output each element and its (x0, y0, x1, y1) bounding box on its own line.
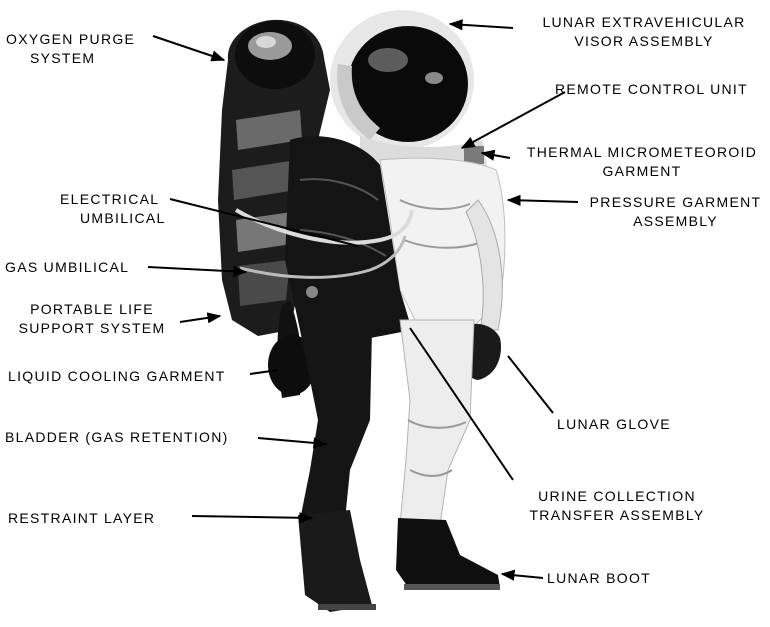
label-line: RESTRAINT LAYER (8, 509, 155, 528)
label-line: URINE COLLECTION (512, 487, 722, 506)
label-bladder-gas-retention: BLADDER (GAS RETENTION) (5, 428, 229, 447)
label-pressure-garment-assembly: PRESSURE GARMENT ASSEMBLY (583, 193, 768, 231)
arrow-oxygen-purge (153, 36, 224, 60)
arrow-visor (450, 24, 513, 28)
label-line: THERMAL MICROMETEOROID (514, 143, 770, 162)
label-portable-life-support-system: PORTABLE LIFE SUPPORT SYSTEM (4, 300, 180, 338)
arrow-glove (508, 356, 553, 413)
label-line: REMOTE CONTROL UNIT (555, 80, 748, 99)
helmet (330, 10, 474, 150)
label-line: TRANSFER ASSEMBLY (512, 506, 722, 525)
label-line: LUNAR GLOVE (557, 415, 671, 434)
arrow-pressure (508, 200, 578, 202)
label-oxygen-purge-system: OXYGEN PURGE SYSTEM (6, 30, 135, 68)
label-restraint-layer: RESTRAINT LAYER (8, 509, 155, 528)
label-remote-control-unit: REMOTE CONTROL UNIT (555, 80, 748, 99)
arrow-thermal (482, 153, 510, 158)
label-line: VISOR ASSEMBLY (518, 32, 770, 51)
arrow-boot (502, 574, 543, 578)
label-line: UMBILICAL (60, 209, 166, 228)
arrow-remote-control (462, 92, 565, 148)
label-line: PORTABLE LIFE (4, 300, 180, 319)
label-line: LUNAR BOOT (547, 569, 651, 588)
label-line: GARMENT (514, 162, 770, 181)
label-thermal-micrometeoroid-garment: THERMAL MICROMETEOROID GARMENT (514, 143, 770, 181)
label-visor-assembly: LUNAR EXTRAVEHICULAR VISOR ASSEMBLY (518, 13, 770, 51)
arrow-restraint (192, 516, 312, 518)
label-gas-umbilical: GAS UMBILICAL (5, 258, 129, 277)
label-line: LUNAR EXTRAVEHICULAR (518, 13, 770, 32)
arrow-plss (180, 316, 220, 322)
label-line: SUPPORT SYSTEM (4, 319, 180, 338)
label-line: PRESSURE GARMENT (583, 193, 768, 212)
label-line: GAS UMBILICAL (5, 258, 129, 277)
label-line: SYSTEM (6, 49, 135, 68)
label-lunar-boot: LUNAR BOOT (547, 569, 651, 588)
label-line: ASSEMBLY (583, 212, 768, 231)
label-line: OXYGEN PURGE (6, 30, 135, 49)
label-line: LIQUID COOLING GARMENT (8, 367, 226, 386)
label-urine-collection-transfer-assembly: URINE COLLECTION TRANSFER ASSEMBLY (512, 487, 722, 525)
label-lunar-glove: LUNAR GLOVE (557, 415, 671, 434)
label-line: ELECTRICAL (60, 190, 166, 209)
label-liquid-cooling-garment: LIQUID COOLING GARMENT (8, 367, 226, 386)
label-line: BLADDER (GAS RETENTION) (5, 428, 229, 447)
label-electrical-umbilical: ELECTRICAL UMBILICAL (60, 190, 166, 228)
